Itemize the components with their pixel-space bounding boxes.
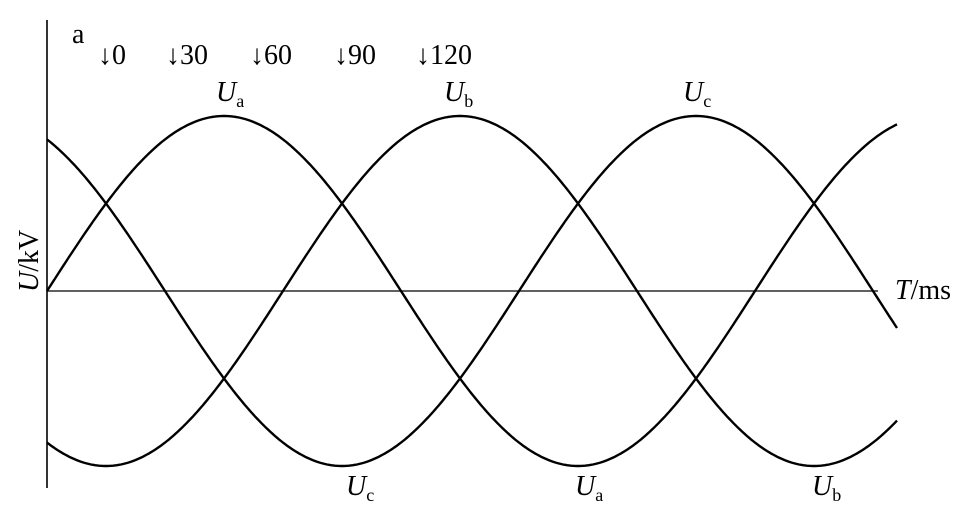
series-label-ub-top: Ub [444,77,473,111]
series-label-ub-bottom: Ub [812,471,841,505]
marker-90: ↓90 [334,40,376,71]
marker-30: ↓30 [166,40,208,71]
marker-60: ↓60 [250,40,292,71]
y-axis-label: U/kV [14,230,45,292]
series-uc-curve [46,114,898,468]
series-label-uc-top: Uc [683,77,711,111]
series-label-uc-bottom: Uc [346,471,374,505]
series-ua-curve [45,114,898,468]
panel-label: a [72,19,85,50]
series-ub-curve [46,114,898,468]
x-axis-label: T/ms [895,275,951,306]
marker-120: ↓120 [416,40,472,71]
series-label-ua-bottom: Ua [575,471,603,505]
series-label-ua-top: Ua [216,77,244,111]
marker-0: ↓0 [98,40,126,71]
